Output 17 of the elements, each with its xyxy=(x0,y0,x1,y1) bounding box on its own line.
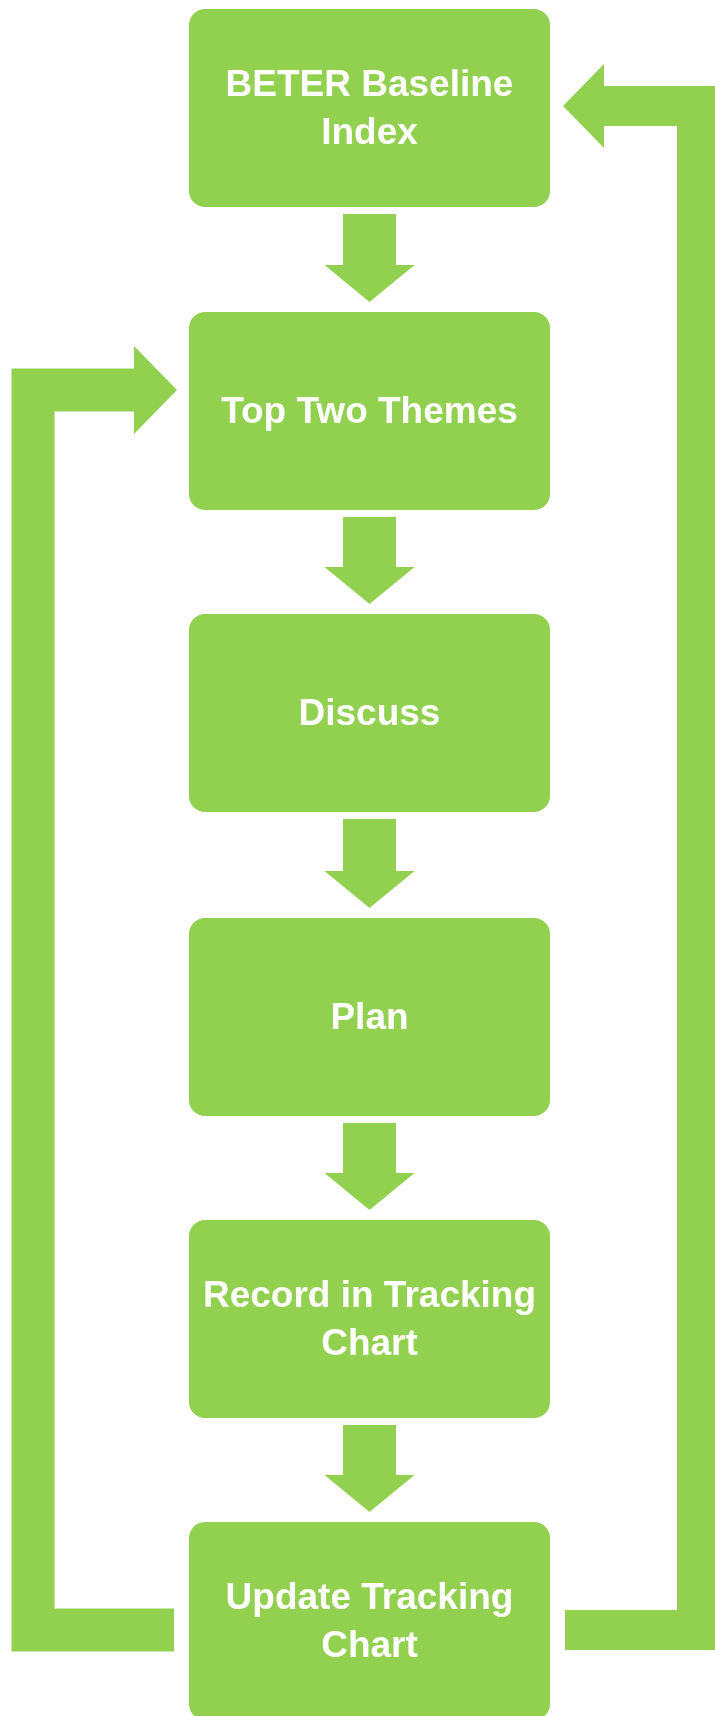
box-label: Record in Tracking Chart xyxy=(201,1273,538,1365)
box-label: Discuss xyxy=(298,691,441,735)
block-arrow xyxy=(324,1123,415,1210)
process-box xyxy=(189,1522,550,1716)
process-box xyxy=(189,614,550,812)
block-arrow xyxy=(324,1425,415,1512)
box-label: Plan xyxy=(330,995,409,1039)
process-box xyxy=(189,312,550,510)
box-label: Update Tracking Chart xyxy=(224,1575,515,1667)
box-label: Top Two Themes xyxy=(221,389,518,433)
block-arrow xyxy=(324,819,415,908)
process-box xyxy=(189,9,550,207)
process-box xyxy=(189,1220,550,1418)
block-arrow xyxy=(324,214,415,302)
process-box xyxy=(189,918,550,1116)
box-label: BETER Baseline Index xyxy=(224,62,515,154)
block-arrow xyxy=(324,517,415,604)
